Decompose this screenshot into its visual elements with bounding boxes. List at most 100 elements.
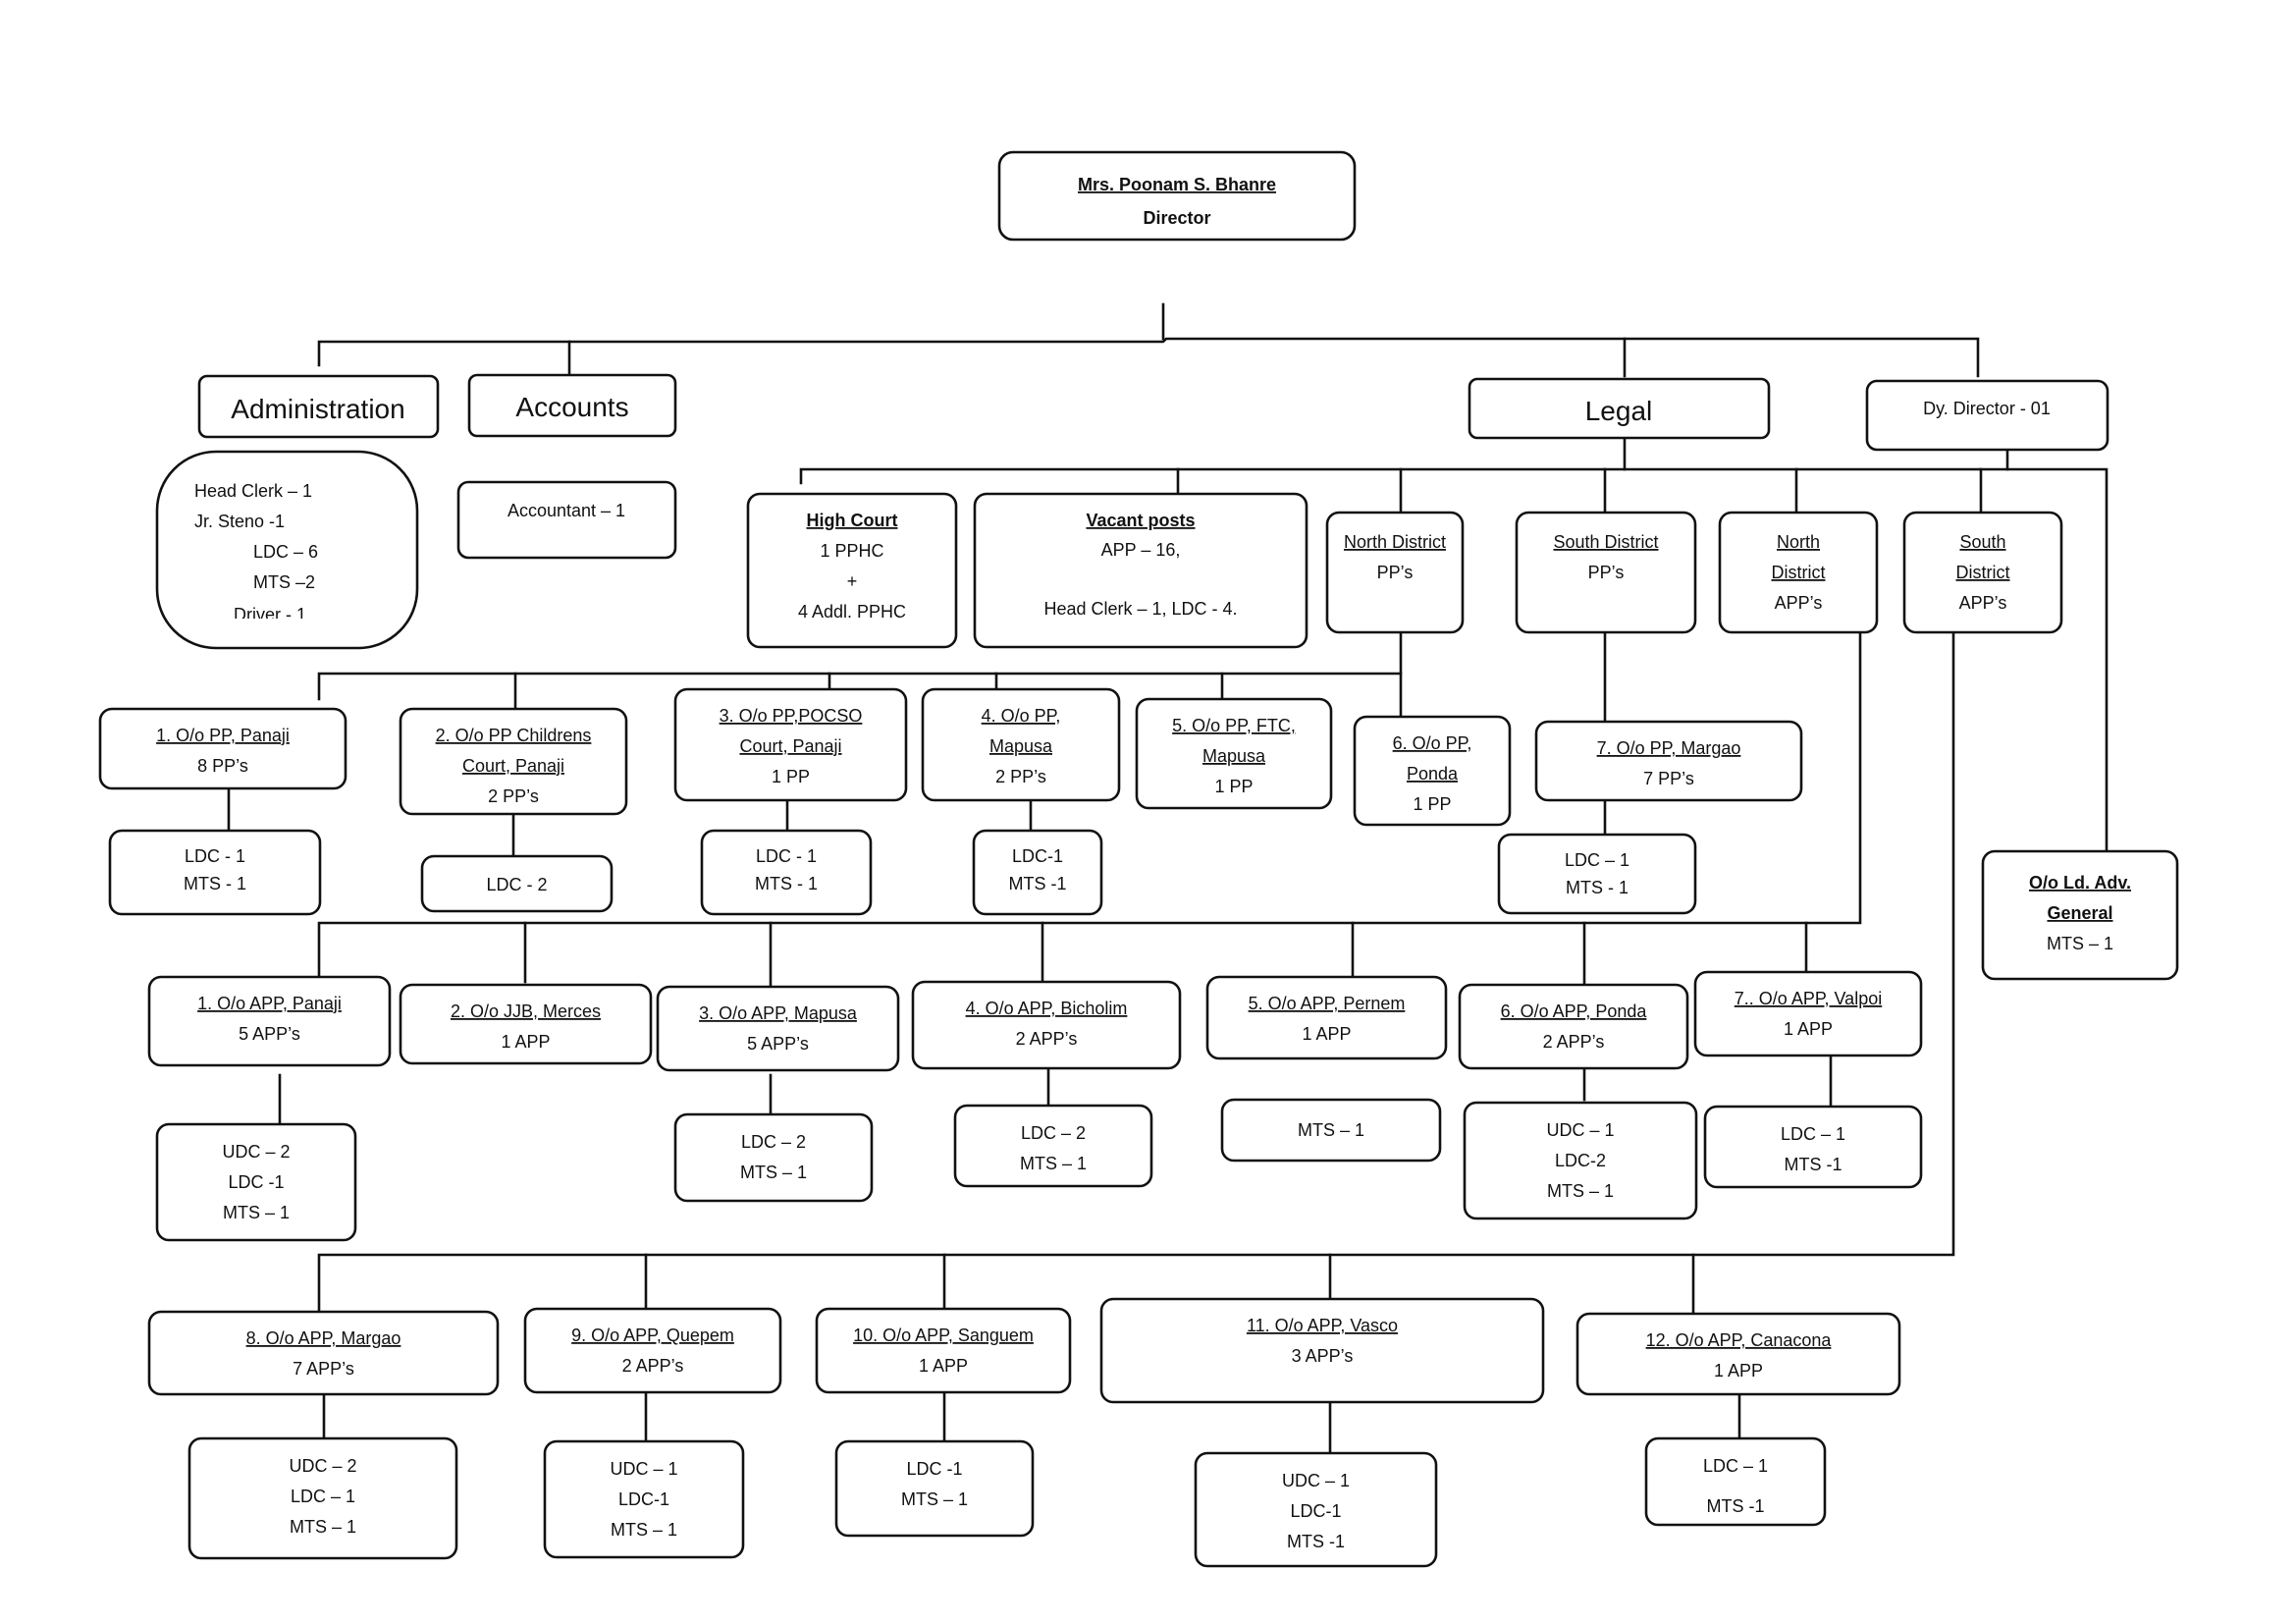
app-office-staff-box bbox=[1644, 1436, 1827, 1527]
pp-office-staff-line: LDC-1 bbox=[1012, 846, 1063, 866]
pp-office-staff-box bbox=[420, 854, 614, 913]
pp-office-box bbox=[399, 707, 628, 816]
app-office-staff-box bbox=[1463, 1101, 1698, 1220]
admin-staff-line: Jr. Steno -1 bbox=[194, 512, 285, 531]
app-office-staff-line: LDC – 1 bbox=[1703, 1456, 1768, 1476]
app-office-title: 5. O/o APP, Pernem bbox=[1249, 994, 1406, 1013]
pp-office-box bbox=[1353, 715, 1512, 827]
app-office-staff-box bbox=[673, 1112, 874, 1203]
app-office-staff-box bbox=[543, 1439, 745, 1559]
admin-staff-line: LDC – 6 bbox=[253, 542, 318, 562]
pp-office-line: 1 PP bbox=[772, 767, 810, 786]
pp-office-line: 1 PP bbox=[1214, 777, 1253, 796]
south-district-app-title: South bbox=[1959, 532, 2005, 552]
pp-office-line: 2 PP’s bbox=[995, 767, 1046, 786]
app-office-staff-line: MTS – 1 bbox=[1020, 1154, 1087, 1173]
app-office-staff-box bbox=[1194, 1451, 1438, 1568]
app-office-title: 3. O/o APP, Mapusa bbox=[699, 1003, 858, 1023]
high-court-title: High Court bbox=[807, 511, 898, 530]
north-district-pp-box bbox=[1325, 511, 1465, 634]
north-district-app-box bbox=[1718, 511, 1879, 634]
app-office-title: 6. O/o APP, Ponda bbox=[1501, 1001, 1648, 1021]
app-office-box bbox=[1693, 970, 1923, 1057]
accounts-box bbox=[467, 373, 677, 438]
pp-office-title: 3. O/o PP,POCSO bbox=[720, 706, 863, 726]
south-district-app-box bbox=[1902, 511, 2063, 634]
chart-boxes: Mrs. Poonam S. Bhanre Director Administr… bbox=[155, 150, 2109, 650]
legal-label: Legal bbox=[1585, 396, 1653, 426]
pp-office-title: Court, Panaji bbox=[462, 756, 564, 776]
app-office-staff-line: UDC – 1 bbox=[610, 1459, 677, 1479]
app-office-line: 2 APP’s bbox=[1543, 1032, 1605, 1052]
app-office-box bbox=[1458, 983, 1689, 1070]
app-office-line: 1 APP bbox=[1302, 1024, 1351, 1044]
app-office-line: 1 APP bbox=[1714, 1361, 1763, 1380]
accounts-label: Accounts bbox=[515, 392, 628, 422]
ld-adv-general-title: General bbox=[2047, 903, 2112, 923]
app-office-box bbox=[147, 1310, 500, 1396]
app-office-title: 9. O/o APP, Quepem bbox=[571, 1326, 734, 1345]
pp-office-staff-line: LDC – 1 bbox=[1565, 850, 1629, 870]
app-office-staff-line: MTS – 1 bbox=[223, 1203, 290, 1222]
app-office-staff-box bbox=[834, 1439, 1035, 1538]
north-district-pp-line: PP’s bbox=[1377, 563, 1414, 582]
app-office-staff-line: UDC – 2 bbox=[222, 1142, 290, 1162]
high-court-line: 4 Addl. PPHC bbox=[798, 602, 906, 622]
north-district-pp-title: North District bbox=[1344, 532, 1446, 552]
pp-office-staff-line: MTS - 1 bbox=[184, 874, 246, 893]
app-office-staff-line: MTS – 1 bbox=[611, 1520, 677, 1540]
app-office-line: 7 APP’s bbox=[293, 1359, 354, 1379]
app-office-line: 3 APP’s bbox=[1292, 1346, 1354, 1366]
app-office-staff-line: MTS -1 bbox=[1784, 1155, 1842, 1174]
pp-office-box bbox=[1135, 697, 1333, 810]
south-district-pp-title: South District bbox=[1553, 532, 1658, 552]
admin-staff-list: Head Clerk – 1 Jr. Steno -1 LDC – 6 MTS … bbox=[194, 481, 318, 619]
dy-director-label: Dy. Director - 01 bbox=[1923, 399, 2051, 418]
pp-office-staff-line: LDC - 1 bbox=[756, 846, 817, 866]
pp-office-box bbox=[921, 687, 1121, 802]
app-office-staff-line: MTS – 1 bbox=[1547, 1181, 1614, 1201]
ld-adv-general-title: O/o Ld. Adv. bbox=[2029, 873, 2131, 893]
app-office-box bbox=[815, 1307, 1072, 1394]
app-office-staff-line: MTS – 1 bbox=[290, 1517, 356, 1537]
vacant-posts-title: Vacant posts bbox=[1086, 511, 1195, 530]
app-office-staff-line: UDC – 1 bbox=[1282, 1471, 1350, 1490]
north-district-app-title: District bbox=[1772, 563, 1826, 582]
app-office-line: 1 APP bbox=[501, 1032, 550, 1052]
app-office-line: 5 APP’s bbox=[747, 1034, 809, 1054]
pp-office-staff-line: MTS -1 bbox=[1008, 874, 1066, 893]
pp-office-box bbox=[98, 707, 347, 790]
pp-office-line: 1 PP bbox=[1413, 794, 1451, 814]
app-office-title: 7.. O/o APP, Valpoi bbox=[1735, 989, 1882, 1008]
vacant-posts-box bbox=[973, 492, 1308, 649]
app-office-staff-line: UDC – 2 bbox=[289, 1456, 356, 1476]
pp-office-title: 6. O/o PP, bbox=[1393, 733, 1472, 753]
app-office-staff-line: MTS – 1 bbox=[901, 1489, 968, 1509]
app-office-title: 2. O/o JJB, Merces bbox=[451, 1001, 601, 1021]
app-office-title: 11. O/o APP, Vasco bbox=[1247, 1316, 1398, 1335]
connectors bbox=[227, 302, 2109, 1455]
app-office-staff-line: MTS – 1 bbox=[740, 1163, 807, 1182]
south-district-app-line: APP’s bbox=[1959, 593, 2007, 613]
app-office-staff-box bbox=[155, 1122, 357, 1242]
app-office-staff-line: UDC – 1 bbox=[1546, 1120, 1614, 1140]
pp-office-title: Ponda bbox=[1407, 764, 1459, 784]
pp-office-line: 8 PP’s bbox=[197, 756, 248, 776]
director-name: Mrs. Poonam S. Bhanre bbox=[1078, 175, 1276, 194]
administration-box bbox=[197, 374, 440, 439]
south-district-app-title: District bbox=[1956, 563, 2010, 582]
pp-office-staff-box bbox=[700, 829, 873, 916]
app-office-box bbox=[399, 983, 653, 1065]
app-office-title: 10. O/o APP, Sanguem bbox=[853, 1326, 1034, 1345]
ld-adv-general-line: MTS – 1 bbox=[2047, 934, 2113, 953]
app-office-staff-box bbox=[953, 1104, 1153, 1188]
pp-office-line: 2 PP’s bbox=[488, 786, 539, 806]
app-office-box bbox=[147, 975, 392, 1067]
south-district-pp-box bbox=[1515, 511, 1697, 634]
app-office-box bbox=[1099, 1297, 1545, 1404]
app-office-staff-line: LDC-2 bbox=[1555, 1151, 1606, 1170]
app-office-line: 1 APP bbox=[919, 1356, 968, 1376]
pp-office-staff-line: MTS - 1 bbox=[1566, 878, 1629, 897]
